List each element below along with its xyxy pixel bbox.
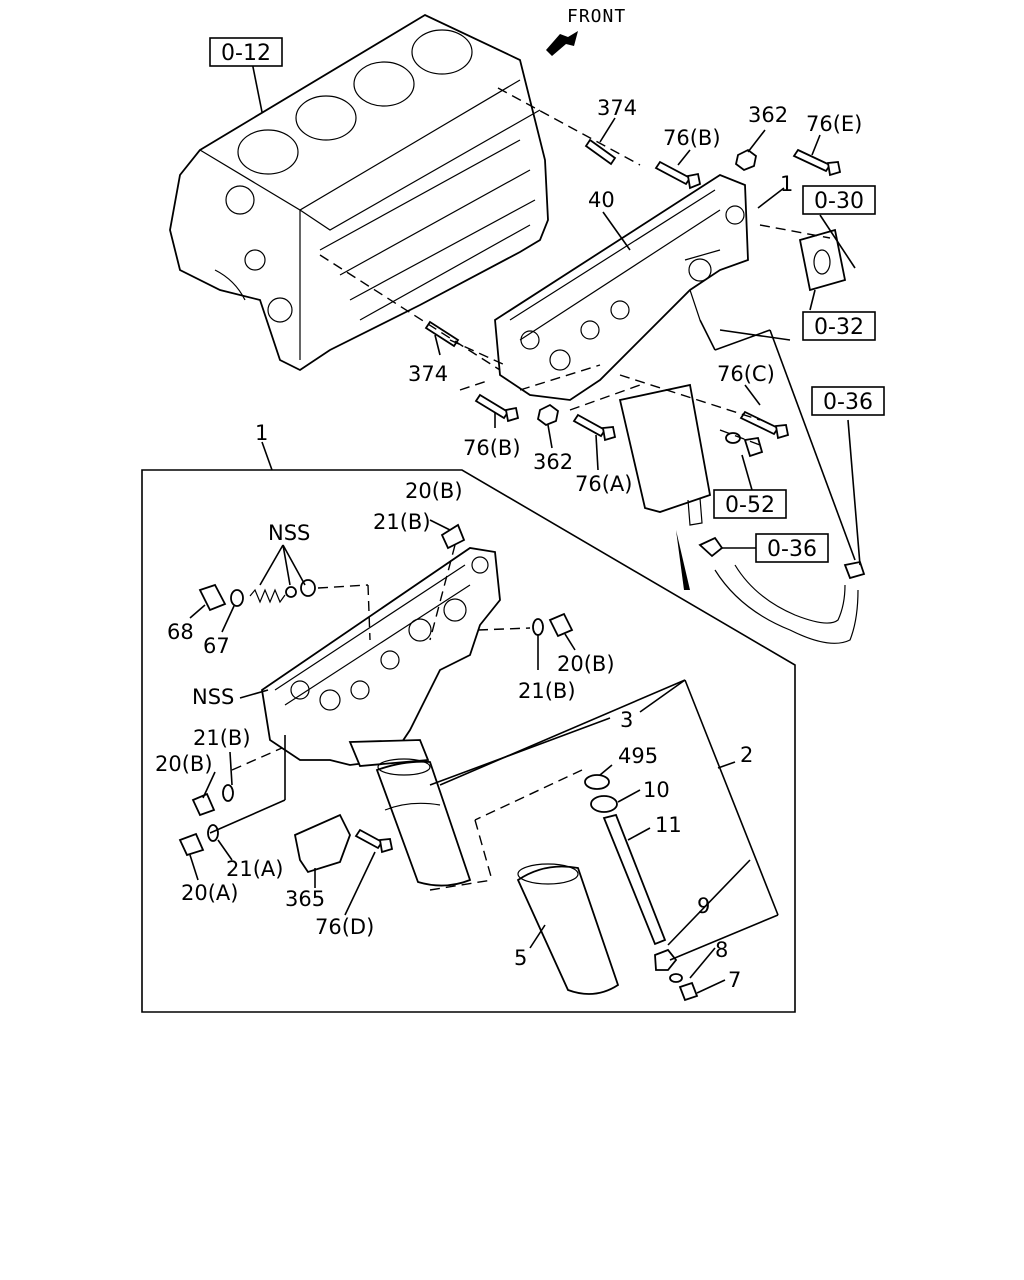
drain-7 xyxy=(678,981,699,1002)
element-3 xyxy=(375,758,472,887)
plug-20a xyxy=(178,832,205,857)
o-ring-21a xyxy=(207,824,219,842)
plug-20b-left xyxy=(191,792,216,817)
label-nss-top: NSS xyxy=(268,521,310,545)
bolt-374-top xyxy=(584,138,617,166)
label-21b-left: 21(B) xyxy=(193,726,251,750)
label-20a: 20(A) xyxy=(181,881,238,905)
front-arrow-icon xyxy=(546,31,578,56)
label-20b-right: 20(B) xyxy=(557,652,615,676)
bolt-76a xyxy=(572,413,617,442)
label-8: 8 xyxy=(715,938,728,962)
svg-text:0-36: 0-36 xyxy=(767,537,817,562)
o-ring-21b-left xyxy=(222,784,234,802)
spring-nss xyxy=(249,588,286,604)
svg-text:0-30: 0-30 xyxy=(814,189,864,214)
label-9: 9 xyxy=(697,894,710,918)
center-tube-11 xyxy=(602,813,667,946)
svg-text:0-52: 0-52 xyxy=(725,493,775,518)
svg-text:0-32: 0-32 xyxy=(814,315,864,340)
label-2: 2 xyxy=(740,743,753,767)
label-76a: 76(A) xyxy=(575,472,632,496)
filter-housing-body xyxy=(261,547,501,767)
leader-lines-frame xyxy=(189,519,779,994)
label-20b-left: 20(B) xyxy=(155,752,213,776)
label-362-top: 362 xyxy=(748,103,788,127)
nut-362-top xyxy=(734,148,757,172)
label-20b-top: 20(B) xyxy=(405,479,463,503)
label-21a: 21(A) xyxy=(226,857,283,881)
ref-box-0-36-lower: 0-36 xyxy=(755,533,829,563)
ball-nss xyxy=(285,586,297,598)
seal-495 xyxy=(584,774,610,790)
bolt-76b-bottom xyxy=(474,393,520,423)
case-5 xyxy=(516,863,620,995)
gasket-0-30 xyxy=(798,228,847,292)
label-365: 365 xyxy=(285,887,325,911)
ref-box-0-32: 0-32 xyxy=(802,311,876,341)
leader-lines-upper xyxy=(251,61,861,590)
seal-10 xyxy=(590,795,618,813)
label-11: 11 xyxy=(655,813,682,837)
label-21b-top: 21(B) xyxy=(373,510,431,534)
label-nss-left: NSS xyxy=(192,685,234,709)
ref-box-0-12: 0-12 xyxy=(209,37,283,67)
label-40: 40 xyxy=(588,188,615,212)
o-ring-67 xyxy=(230,589,244,607)
label-374-top: 374 xyxy=(597,96,637,120)
oil-cooler-assembly xyxy=(494,173,749,526)
label-5: 5 xyxy=(514,946,527,970)
fitting-0-52 xyxy=(725,432,764,458)
label-362-bottom: 362 xyxy=(533,450,573,474)
label-76d: 76(D) xyxy=(315,915,374,939)
plug-68 xyxy=(198,583,227,612)
label-495: 495 xyxy=(618,744,658,768)
label-76b-top: 76(B) xyxy=(663,126,721,150)
label-374-bottom: 374 xyxy=(408,362,448,386)
label-10: 10 xyxy=(643,778,670,802)
ref-box-0-30: 0-30 xyxy=(802,185,876,215)
label-76b-bottom: 76(B) xyxy=(463,436,521,460)
plug-20b-top xyxy=(440,523,466,550)
plug-20b-right xyxy=(548,612,574,638)
ref-box-0-36-upper: 0-36 xyxy=(811,386,885,416)
bolt-76e xyxy=(792,148,842,177)
svg-text:0-36: 0-36 xyxy=(823,390,873,415)
label-67: 67 xyxy=(203,634,230,658)
label-76c: 76(C) xyxy=(717,362,775,386)
label-1-main: 1 xyxy=(255,421,268,445)
nut-362-bottom xyxy=(536,403,559,427)
bracket-365 xyxy=(293,813,351,874)
label-76e: 76(E) xyxy=(806,112,862,136)
label-3: 3 xyxy=(620,708,633,732)
bolt-76d xyxy=(354,828,394,854)
label-68: 68 xyxy=(167,620,194,644)
label-1-top: 1 xyxy=(780,172,793,196)
washer-8 xyxy=(669,973,683,983)
label-21b-right: 21(B) xyxy=(518,679,576,703)
detail-frame-item-1 xyxy=(141,441,796,1013)
label-7: 7 xyxy=(728,968,741,992)
nut-9 xyxy=(654,948,678,971)
o-ring-21b-right xyxy=(532,618,544,636)
cylinder-block xyxy=(169,13,549,372)
bolt-76b-top xyxy=(654,160,702,190)
svg-text:0-12: 0-12 xyxy=(221,41,271,66)
front-label: FRONT xyxy=(567,6,626,27)
ref-box-0-52: 0-52 xyxy=(713,489,787,519)
